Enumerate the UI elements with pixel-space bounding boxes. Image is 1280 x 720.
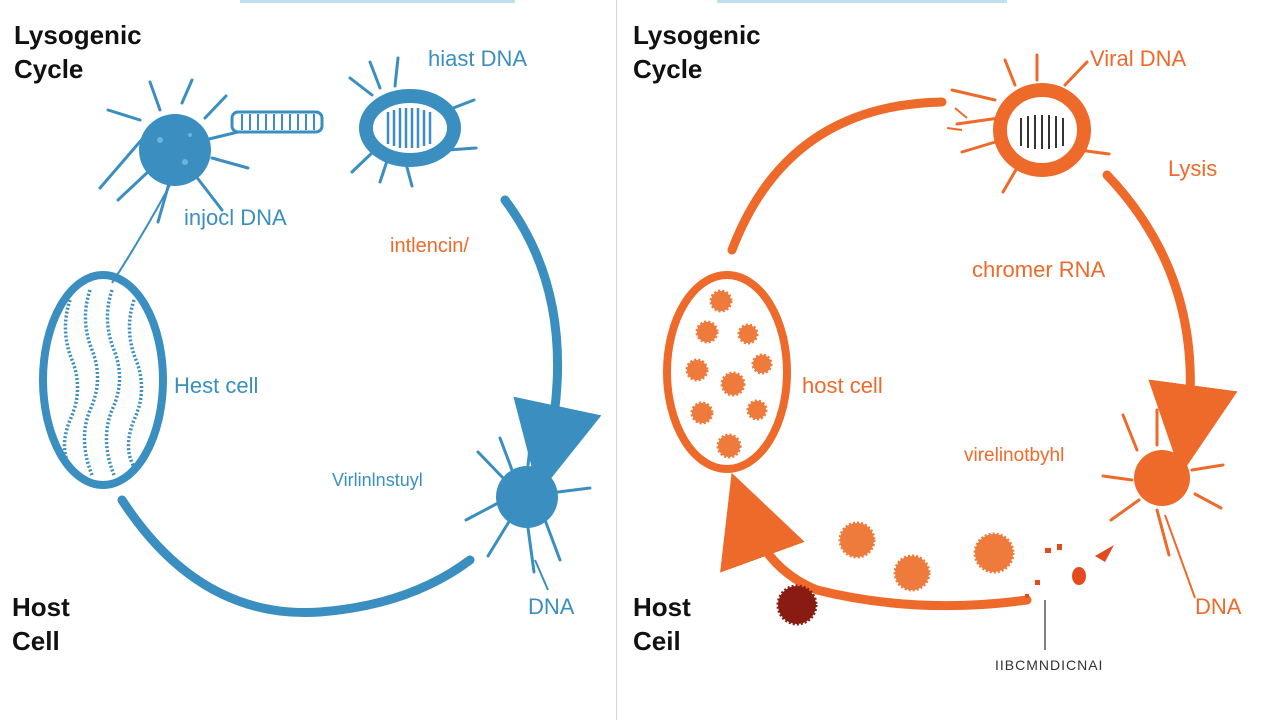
panel-title: Lysogenic Cycle: [633, 20, 761, 84]
panel-title: Lysogenic Cycle: [14, 20, 142, 84]
host-cell-membrane: [663, 271, 791, 473]
label-chromer-rna: chromer RNA: [972, 257, 1106, 282]
label-top-dna: hiast DNA: [428, 46, 528, 71]
connector-line: [111, 184, 171, 284]
virus-right-tendrils: [1101, 408, 1225, 557]
label-lysis: Lysis: [1168, 156, 1218, 181]
cycle-arrow-right: [1102, 170, 1238, 475]
cycle-arc-top-left: [727, 97, 947, 255]
cycle-arrow-bottom: [720, 472, 1032, 611]
host-dna-chromosomes: [62, 289, 144, 476]
cycle-arrow-right: [500, 195, 602, 495]
panel-divider: [616, 0, 617, 720]
dna-strands: [386, 108, 432, 148]
lysogenic-panel-orange: Lysogenic Cycle Viral DNA Lysis chromer …: [617, 0, 1280, 720]
lysogenic-panel-blue: Lysogenic Cycle hiast DNA injocl DNA int…: [0, 0, 616, 720]
viral-capsule-tendrils: [950, 53, 1111, 194]
label-viral-dna: Viral DNA: [1090, 46, 1187, 71]
injection-tube: [230, 110, 324, 134]
label-inject-dna: injocl DNA: [184, 205, 287, 230]
label-host-cell: host cell: [802, 373, 883, 398]
top-accent-bar: [240, 0, 515, 3]
debris-fragments: [1025, 544, 1114, 598]
blue-cycle-illustration: [39, 56, 602, 617]
phage-sphere: [98, 78, 250, 224]
label-dna: DNA: [528, 594, 575, 619]
viral-capsule: [348, 56, 478, 188]
label-footnote: IIBCMNDICNAI: [995, 657, 1104, 673]
panel-footer: Host Cell: [12, 592, 70, 656]
orange-cycle-illustration: [663, 53, 1238, 650]
label-virus: virelinotbyhl: [964, 445, 1065, 466]
released-virions: [776, 521, 1015, 626]
label-host-cell: Hest cell: [174, 373, 259, 398]
label-arrow: intlencin/: [390, 235, 469, 257]
label-dna: DNA: [1195, 594, 1242, 619]
cycle-arc-bottom: [117, 495, 475, 617]
dna-strands: [1020, 115, 1064, 149]
virus-right-body: [1134, 450, 1190, 506]
replicated-virions: [685, 289, 773, 459]
label-virus: Virlinlnstuyl: [332, 470, 423, 490]
host-cell-membrane: [39, 271, 167, 489]
virus-bottom-tendrils: [464, 428, 592, 574]
panel-footer: Host Ceil: [633, 592, 691, 656]
virus-bottom-body: [496, 466, 558, 528]
top-accent-bar: [717, 0, 1007, 3]
phage-sphere-body: [139, 114, 211, 186]
